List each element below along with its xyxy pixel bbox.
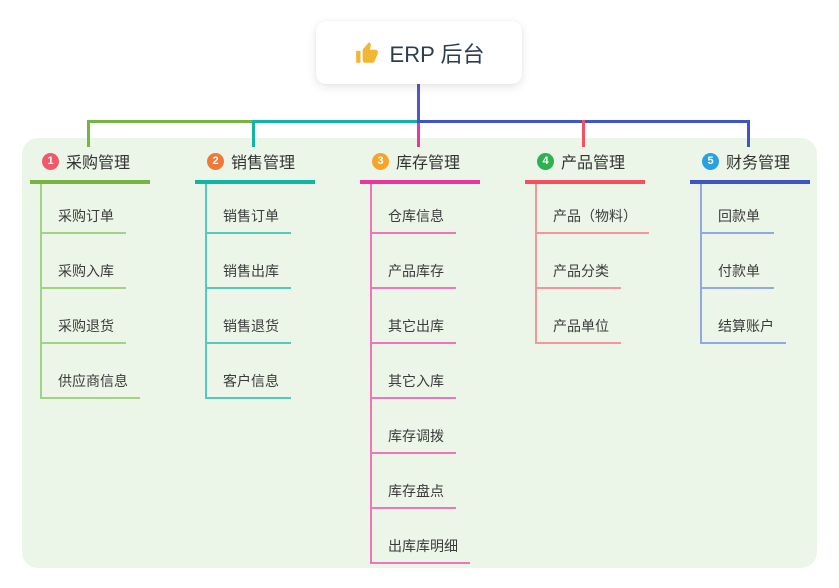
mindmap-child-node[interactable]: 产品（物料） bbox=[537, 184, 649, 234]
branch-1-purchase: 1 采购管理 采购订单采购入库采购退货供应商信息 bbox=[30, 146, 150, 399]
branch-header[interactable]: 5 财务管理 bbox=[690, 146, 810, 184]
branch-children: 回款单付款单结算账户 bbox=[700, 184, 810, 344]
mindmap-child-node[interactable]: 销售出库 bbox=[207, 234, 291, 289]
branch-2-sales: 2 销售管理 销售订单销售出库销售退货客户信息 bbox=[195, 146, 315, 399]
mindmap-child-node[interactable]: 采购退货 bbox=[42, 289, 126, 344]
branch-3-inventory: 3 库存管理 仓库信息产品库存其它出库其它入库库存调拨库存盘点出库库明细 bbox=[360, 146, 480, 564]
branch-number-badge: 1 bbox=[42, 152, 59, 170]
mindmap-child-node[interactable]: 采购入库 bbox=[42, 234, 126, 289]
mindmap-child-node[interactable]: 客户信息 bbox=[207, 344, 291, 399]
mindmap-child-node[interactable]: 回款单 bbox=[702, 184, 774, 234]
branch-header[interactable]: 4 产品管理 bbox=[525, 146, 645, 184]
mindmap-child-node[interactable]: 供应商信息 bbox=[42, 344, 140, 399]
branch-header[interactable]: 3 库存管理 bbox=[360, 146, 480, 184]
branch-children: 仓库信息产品库存其它出库其它入库库存调拨库存盘点出库库明细 bbox=[370, 184, 480, 564]
mindmap-child-node[interactable]: 其它出库 bbox=[372, 289, 456, 344]
branch-header[interactable]: 2 销售管理 bbox=[195, 146, 315, 184]
branch-label: 采购管理 bbox=[66, 155, 131, 172]
branch-header[interactable]: 1 采购管理 bbox=[30, 146, 150, 184]
root-node[interactable]: ERP 后台 bbox=[316, 21, 522, 84]
branch-label: 产品管理 bbox=[561, 155, 626, 172]
mindmap-child-node[interactable]: 产品分类 bbox=[537, 234, 621, 289]
connector-drop-branch2 bbox=[252, 120, 255, 147]
mindmap-child-node[interactable]: 产品单位 bbox=[537, 289, 621, 344]
branch-number-badge: 5 bbox=[702, 152, 719, 170]
mindmap-child-node[interactable]: 库存盘点 bbox=[372, 454, 456, 509]
mindmap-child-node[interactable]: 结算账户 bbox=[702, 289, 786, 344]
connector-drop-branch1 bbox=[87, 120, 90, 147]
mindmap-child-node[interactable]: 产品库存 bbox=[372, 234, 456, 289]
branch-number-badge: 2 bbox=[207, 152, 224, 170]
branch-label: 库存管理 bbox=[396, 155, 461, 172]
connector-bus-green bbox=[87, 120, 253, 123]
thumbs-up-icon bbox=[355, 41, 378, 63]
branch-number-badge: 3 bbox=[372, 152, 389, 170]
branch-children: 产品（物料）产品分类产品单位 bbox=[535, 184, 649, 344]
mindmap-child-node[interactable]: 仓库信息 bbox=[372, 184, 456, 234]
branch-children: 销售订单销售出库销售退货客户信息 bbox=[205, 184, 315, 399]
mindmap-child-node[interactable]: 销售退货 bbox=[207, 289, 291, 344]
mindmap-child-node[interactable]: 库存调拨 bbox=[372, 399, 456, 454]
mindmap-child-node[interactable]: 采购订单 bbox=[42, 184, 126, 234]
mindmap-child-node[interactable]: 其它入库 bbox=[372, 344, 456, 399]
root-node-label: ERP 后台 bbox=[389, 41, 485, 67]
branch-label: 销售管理 bbox=[231, 155, 296, 172]
branch-5-finance: 5 财务管理 回款单付款单结算账户 bbox=[690, 146, 810, 344]
connector-root-vertical bbox=[417, 84, 420, 123]
connector-bus-teal bbox=[252, 120, 419, 123]
connector-drop-branch4 bbox=[582, 120, 585, 147]
branch-4-product: 4 产品管理 产品（物料）产品分类产品单位 bbox=[525, 146, 649, 344]
mindmap-child-node[interactable]: 销售订单 bbox=[207, 184, 291, 234]
mindmap-child-node[interactable]: 付款单 bbox=[702, 234, 774, 289]
connector-drop-branch3 bbox=[417, 123, 420, 147]
branch-children: 采购订单采购入库采购退货供应商信息 bbox=[40, 184, 150, 399]
branch-label: 财务管理 bbox=[726, 155, 791, 172]
mindmap-child-node[interactable]: 出库库明细 bbox=[372, 509, 470, 564]
mindmap-panel bbox=[22, 138, 817, 568]
connector-drop-branch5 bbox=[747, 120, 750, 147]
branch-number-badge: 4 bbox=[537, 152, 554, 170]
